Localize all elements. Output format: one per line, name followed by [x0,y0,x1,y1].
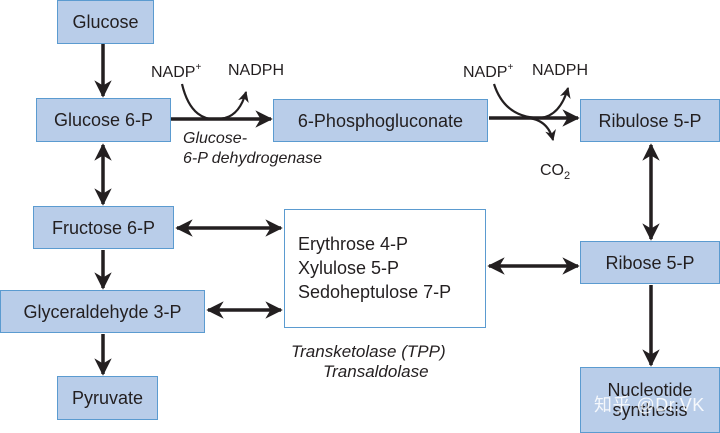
cofactor-curve-step2 [492,83,571,120]
enzyme-g6pd-line1: Glucose- [183,130,248,147]
co2-curve [527,116,556,142]
node-6-phosphogluconate: 6-Phosphogluconate [273,99,488,142]
node-pyruvate: Pyruvate [57,376,158,420]
enzyme-g6pd-line2: 6-P dehydrogenase [183,150,323,167]
intermediate-sedoheptulose: Sedoheptulose 7-P [298,282,452,302]
node-label: Ribulose 5-P [598,110,702,131]
intermediate-erythrose: Erythrose 4-P [298,234,409,254]
node-label: Glucose [72,12,139,32]
node-glyceraldehyde-3p: Glyceraldehyde 3-P [0,290,205,333]
cofactor-nadp-2: NADP+ [463,62,514,81]
node-label: Pyruvate [71,388,144,408]
cofactor-nadp-1: NADP+ [151,62,202,81]
node-ribose-5p: Ribose 5-P [580,241,720,284]
node-glucose: Glucose [57,0,154,44]
cofactor-curve-step1 [180,83,249,121]
intermediate-xylulose: Xylulose 5-P [298,258,400,278]
cofactor-nadph-1: NADPH [228,62,285,79]
cofactor-co2: CO2 [540,162,571,182]
node-intermediates: Erythrose 4-P Xylulose 5-P Sedoheptulose… [284,209,486,328]
node-glucose-6p: Glucose 6-P [36,98,171,142]
watermark: 知乎 @Dr.VK [594,395,705,415]
node-label: synthesis [612,400,688,420]
cofactor-nadph-2: NADPH [532,62,589,79]
node-label: 6-Phosphogluconate [297,110,464,131]
node-label: Ribose 5-P [605,252,695,273]
node-label: Fructose 6-P [51,217,156,238]
enzyme-transketolase: Transketolase (TPP) [291,342,446,361]
enzyme-transaldolase: Transaldolase [323,362,429,381]
node-ribulose-5p: Ribulose 5-P [580,99,720,142]
node-label: Nucleotide [607,380,693,400]
node-fructose-6p: Fructose 6-P [33,206,174,249]
node-label: Glyceraldehyde 3-P [23,301,182,322]
node-label: Glucose 6-P [53,110,154,130]
